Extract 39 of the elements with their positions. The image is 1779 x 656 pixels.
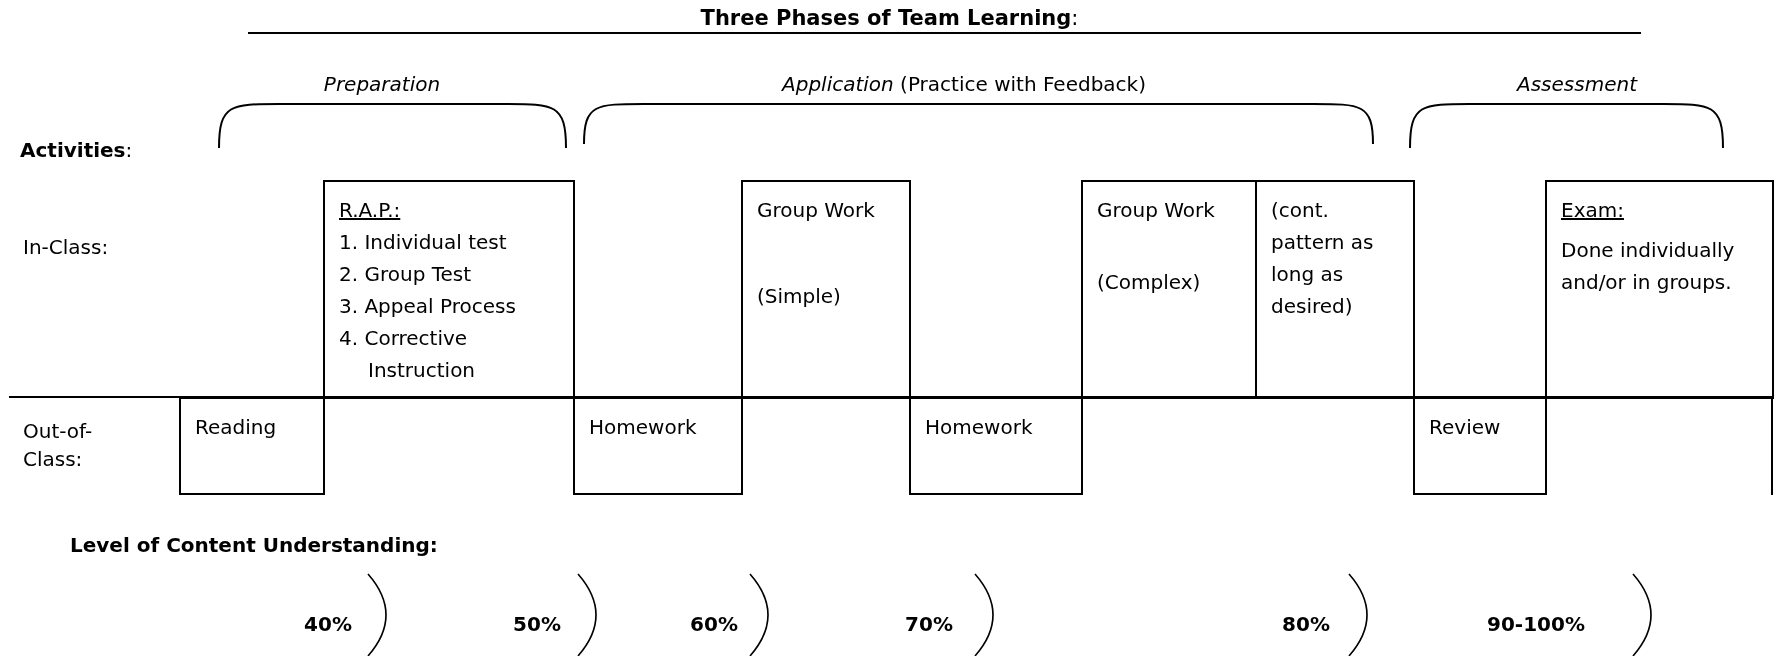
box-text: Review [1429, 414, 1502, 441]
list-item: 4. Corrective Instruction [339, 325, 477, 384]
box-heading: R.A.P.: [339, 197, 402, 224]
percentage-label: 50% [512, 611, 562, 638]
list-item: 1. Individual test [339, 229, 508, 256]
list-item: 3. Appeal Process [339, 293, 517, 320]
box-heading: Group Work [1097, 197, 1216, 224]
percentage-label: 40% [303, 611, 353, 638]
row-label: Out-of-Class: [23, 418, 94, 473]
in-class-activity-box [1081, 180, 1257, 399]
out-of-class-activity-box [909, 397, 1083, 495]
out-of-class-activity-box [179, 397, 325, 495]
percentage-label: 80% [1281, 611, 1331, 638]
box-text: Homework [925, 414, 1034, 441]
out-of-class-activity-box [1413, 397, 1547, 495]
list-item: 2. Group Test [339, 261, 473, 288]
out-of-class-activity-box [573, 397, 743, 495]
in-class-activity-box [1255, 180, 1415, 399]
box-text: Reading [195, 414, 278, 441]
percentage-label: 60% [689, 611, 739, 638]
box-heading: Exam: [1561, 197, 1625, 224]
box-text: (cont. pattern as long as desired) [1271, 197, 1375, 320]
in-class-activity-box [1545, 180, 1774, 399]
row-heading: Activities: [20, 137, 134, 164]
percentage-label: 90-100% [1486, 611, 1586, 638]
in-class-activity-box [741, 180, 911, 399]
phase-label: Application (Practice with Feedback) [780, 71, 1147, 98]
section-heading: Level of Content Understanding: [70, 532, 439, 559]
box-text: (Complex) [1097, 269, 1202, 296]
in-class-activity-box [323, 180, 575, 399]
box-heading: Group Work [757, 197, 876, 224]
phase-label: Assessment [1515, 71, 1639, 98]
box-text: Homework [589, 414, 698, 441]
box-text: (Simple) [757, 283, 842, 310]
percentage-label: 70% [904, 611, 954, 638]
phase-label: Preparation [322, 71, 442, 98]
box-text: Done individually and/or in groups. [1561, 237, 1736, 296]
row-label: In-Class: [23, 234, 110, 261]
diagram-title: Three Phases of Team Learning: [699, 6, 1080, 30]
